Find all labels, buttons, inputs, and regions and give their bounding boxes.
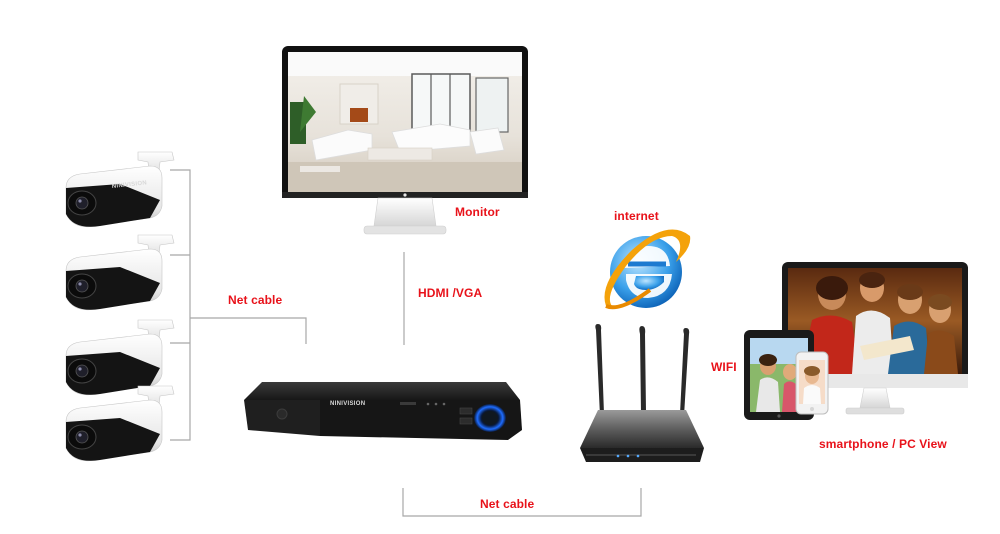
nvr-brand-text: NINIVISION: [330, 401, 365, 407]
camera-2: [65, 234, 175, 311]
internet-label: internet: [614, 209, 659, 223]
internet-explorer-icon: [604, 229, 691, 310]
cable-lines: [170, 169, 642, 517]
svg-text:NINIVISION: NINIVISION: [112, 180, 148, 190]
wifi-label: WIFI: [711, 360, 737, 374]
monitor-label: Monitor: [455, 205, 500, 219]
nvr-recorder: NINIVISION: [244, 382, 522, 440]
monitor-device: [282, 46, 528, 235]
wifi-router: [580, 324, 704, 462]
net-cable-bottom-label: Net cable: [480, 497, 535, 511]
camera-1: NINIVISION: [65, 151, 175, 228]
pc-monitor-device: [782, 262, 968, 415]
camera-3: [65, 319, 175, 396]
hdmi-vga-label: HDMI /VGA: [418, 286, 483, 300]
net-cable-left-label: Net cable: [228, 293, 283, 307]
net-cable-bottom-line: [402, 488, 642, 517]
camera-4: [65, 385, 175, 462]
smartphone-pc-view-label: smartphone / PC View: [819, 437, 947, 451]
camera-bus-line: [170, 169, 191, 441]
net-cable-left-line: [190, 317, 307, 344]
smartphone-device: [795, 351, 829, 415]
